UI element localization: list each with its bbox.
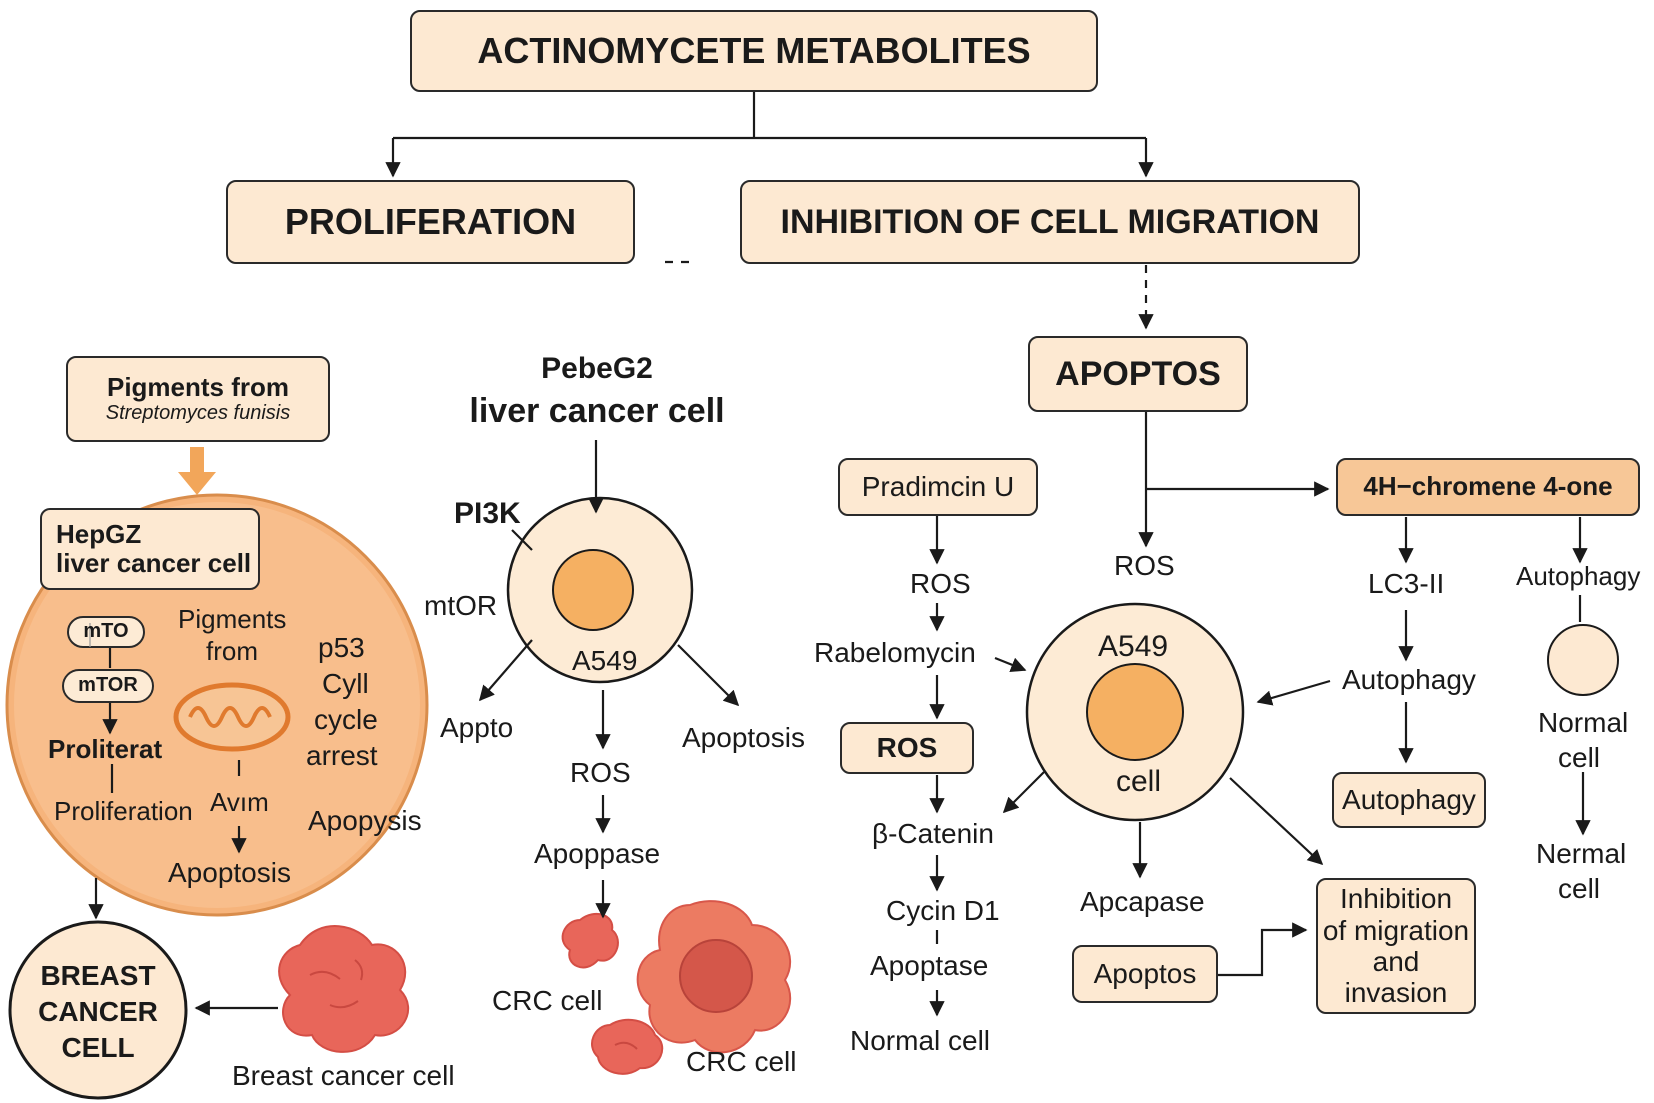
breast-cancer-cell-label: Breast cancer cell — [232, 1060, 455, 1091]
ros-left-label: ROS — [910, 568, 971, 599]
breast-cancer-blob — [278, 925, 410, 1053]
cyll-label: Cyll — [322, 668, 369, 699]
mtor-label: mTOR — [78, 674, 138, 696]
nermal-cell-line1: Nermal — [1536, 838, 1627, 869]
cycle-label: cycle — [314, 704, 378, 735]
beta-catenin-label: β-Catenin — [872, 818, 994, 849]
mto-label: mTO — [83, 620, 129, 642]
breast-box-line3: CELL — [61, 1032, 135, 1063]
breast-cancer-cell-circle — [8, 920, 188, 1100]
ros-top-label: ROS — [1114, 550, 1175, 581]
autophagy-box-label: Autophagy — [1342, 784, 1476, 816]
apoptos-small-label: Apoptos — [1093, 958, 1197, 990]
normal-cell-circle — [1547, 624, 1619, 696]
pebeg2-line2: liver cancer cell — [469, 392, 725, 430]
autophagy-box: Autophagy — [1332, 772, 1486, 828]
proliferation-label-cell: Proliferation — [54, 796, 193, 826]
avim-label: Avım — [210, 787, 269, 817]
inhibition-box: INHIBITION OF CELL MIGRATION — [740, 180, 1360, 264]
cycin-label: Cycin D1 — [886, 895, 1000, 926]
arrest-label: arrest — [306, 740, 378, 771]
breast-box-line1: BREAST — [40, 960, 156, 991]
apoptosis-left-label: Apoptosis — [168, 857, 291, 888]
inhibition-line2: of migration — [1322, 914, 1470, 946]
normal-cell-line2: cell — [1558, 742, 1601, 773]
pigments-from-line2: from — [206, 636, 258, 666]
crc-cell-label-1: CRC cell — [492, 985, 603, 1016]
proliferation-label: PROLIFERATION — [284, 200, 577, 242]
mitochondrion-icon — [173, 682, 291, 752]
apcapase-label: Apcapase — [1080, 886, 1205, 917]
middle-a549-label: A549 — [572, 645, 638, 676]
apoptos-box: APOPTOS — [1028, 336, 1248, 412]
chromene-box: 4H−chromene 4-one — [1336, 458, 1640, 516]
right-a549-label: A549 — [1098, 630, 1169, 663]
apoptosis-middle-label: Apoptosis — [682, 722, 805, 753]
inhibition-label: INHIBITION OF CELL MIGRATION — [780, 202, 1320, 241]
ros-middle-label: ROS — [570, 757, 631, 788]
mtor-middle-label: mtOR — [424, 590, 498, 621]
breast-box-line2: CANCER — [38, 996, 158, 1027]
inhibition-line1: Inhibition — [1339, 883, 1453, 915]
inhibition-line3: and invasion — [1344, 946, 1448, 1009]
connectors — [88, 92, 1591, 1017]
title-box: ACTINOMYCETE METABOLITES — [410, 10, 1098, 92]
apoptos-box-label: APOPTOS — [1055, 354, 1221, 393]
crc-blob-bottom — [591, 1018, 664, 1075]
crc-blob-small — [561, 912, 619, 969]
pradimcin-label: Pradimcin U — [861, 471, 1015, 503]
right-a549-nucleus — [1086, 663, 1184, 761]
pi3k-label: PI3K — [454, 497, 521, 530]
hepg2-box-line1: HepGZ — [56, 518, 142, 549]
apoppase-label: Apoppase — [534, 838, 661, 869]
apoptase-label: Apoptase — [870, 950, 989, 981]
inhibition-invasion-box: Inhibition of migration and invasion — [1316, 878, 1476, 1014]
normal-cell-line1: Normal — [1538, 707, 1629, 738]
appto-label: Appto — [440, 712, 514, 743]
proliferation-box: PROLIFERATION — [226, 180, 635, 264]
ros-box-label: ROS — [876, 732, 938, 764]
proliterat-label: Proliterat — [48, 734, 163, 764]
orange-down-arrow — [178, 447, 216, 495]
normal-cell-bottom-label: Normal cell — [850, 1025, 991, 1056]
ros-box: ROS — [840, 722, 974, 774]
diagram-title: ACTINOMYCETE METABOLITES — [477, 29, 1031, 71]
pradimcin-box: Pradimcin U — [838, 458, 1038, 516]
p53-label: p53 — [318, 632, 365, 663]
apoptos-small-box: Apoptos — [1072, 945, 1218, 1003]
autophagy-mid-label: Autophagy — [1342, 664, 1476, 695]
hepg2-box: HepGZ liver cancer cell — [40, 508, 260, 590]
autophagy-right-label: Autophagy — [1516, 561, 1641, 591]
apopysis-label: Apopysis — [308, 805, 422, 836]
pigments-from-line1: Pigments — [178, 604, 287, 634]
pigments-box: Pigments from Streptomyces funisis — [66, 356, 330, 442]
crc-cell-label-2: CRC cell — [686, 1046, 797, 1077]
pebeg2-line1: PebeG2 — [541, 352, 653, 385]
chromene-label: 4H−chromene 4-one — [1363, 471, 1613, 502]
lc3-label: LC3-II — [1368, 568, 1445, 599]
nermal-cell-line2: cell — [1558, 873, 1601, 904]
pigments-box-line2: Streptomyces funisis — [105, 402, 291, 425]
pigments-box-line1: Pigments from — [106, 372, 290, 403]
rabelomycin-label: Rabelomycin — [814, 637, 976, 668]
right-cell-label: cell — [1116, 765, 1162, 798]
hepg2-box-line2: liver cancer cell — [56, 548, 252, 578]
middle-a549-nucleus — [552, 549, 634, 631]
